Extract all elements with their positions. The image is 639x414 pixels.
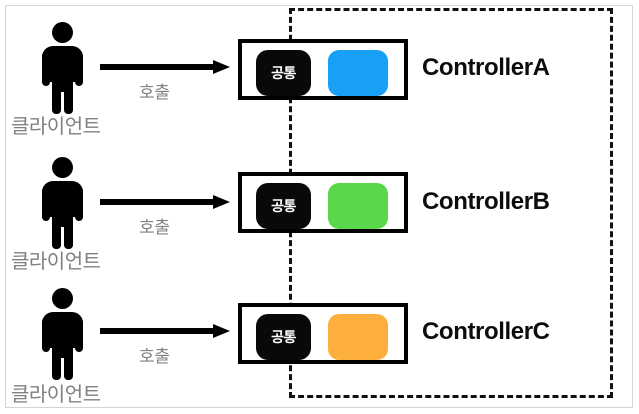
person-head-icon <box>52 157 73 178</box>
client-person-icon <box>36 157 88 249</box>
client-person-icon <box>36 288 88 380</box>
person-head-icon <box>52 22 73 43</box>
person-arm-right-icon <box>75 52 83 86</box>
call-label: 호출 <box>139 347 170 366</box>
controller-card-c[interactable]: 공통 <box>238 303 408 364</box>
person-leg-left-icon <box>52 215 61 249</box>
arrow-shaft-icon <box>100 199 214 205</box>
call-label: 호출 <box>139 83 170 102</box>
arrow-head-icon <box>213 60 230 74</box>
outer-frame <box>5 5 633 408</box>
arrow-shaft-icon <box>100 328 214 334</box>
person-head-icon <box>52 288 73 309</box>
controller-name-c: ControllerC <box>422 318 550 345</box>
client-label: 클라이언트 <box>11 251 101 273</box>
controller-accent-swatch <box>328 50 388 96</box>
common-module-chip: 공통 <box>256 183 311 229</box>
client-label: 클라이언트 <box>11 384 101 406</box>
call-arrow-icon <box>100 60 230 74</box>
person-leg-left-icon <box>52 80 61 114</box>
person-leg-left-icon <box>52 346 61 380</box>
controller-accent-swatch <box>328 314 388 360</box>
controller-name-b: ControllerB <box>422 188 550 215</box>
person-leg-right-icon <box>64 346 73 380</box>
call-label: 호출 <box>139 218 170 237</box>
common-module-chip: 공통 <box>256 50 311 96</box>
call-arrow-icon <box>100 324 230 338</box>
controller-accent-swatch <box>328 183 388 229</box>
call-arrow-icon <box>100 195 230 209</box>
person-arm-right-icon <box>75 318 83 352</box>
person-arm-left-icon <box>42 187 50 221</box>
arrow-head-icon <box>213 324 230 338</box>
person-leg-right-icon <box>64 215 73 249</box>
controller-card-a[interactable]: 공통 <box>238 39 408 100</box>
client-person-icon <box>36 22 88 114</box>
arrow-head-icon <box>213 195 230 209</box>
person-arm-right-icon <box>75 187 83 221</box>
controller-name-a: ControllerA <box>422 54 550 81</box>
person-arm-left-icon <box>42 52 50 86</box>
arrow-shaft-icon <box>100 64 214 70</box>
common-module-chip: 공통 <box>256 314 311 360</box>
controller-card-b[interactable]: 공통 <box>238 172 408 233</box>
person-leg-right-icon <box>64 80 73 114</box>
person-arm-left-icon <box>42 318 50 352</box>
client-label: 클라이언트 <box>11 116 101 138</box>
